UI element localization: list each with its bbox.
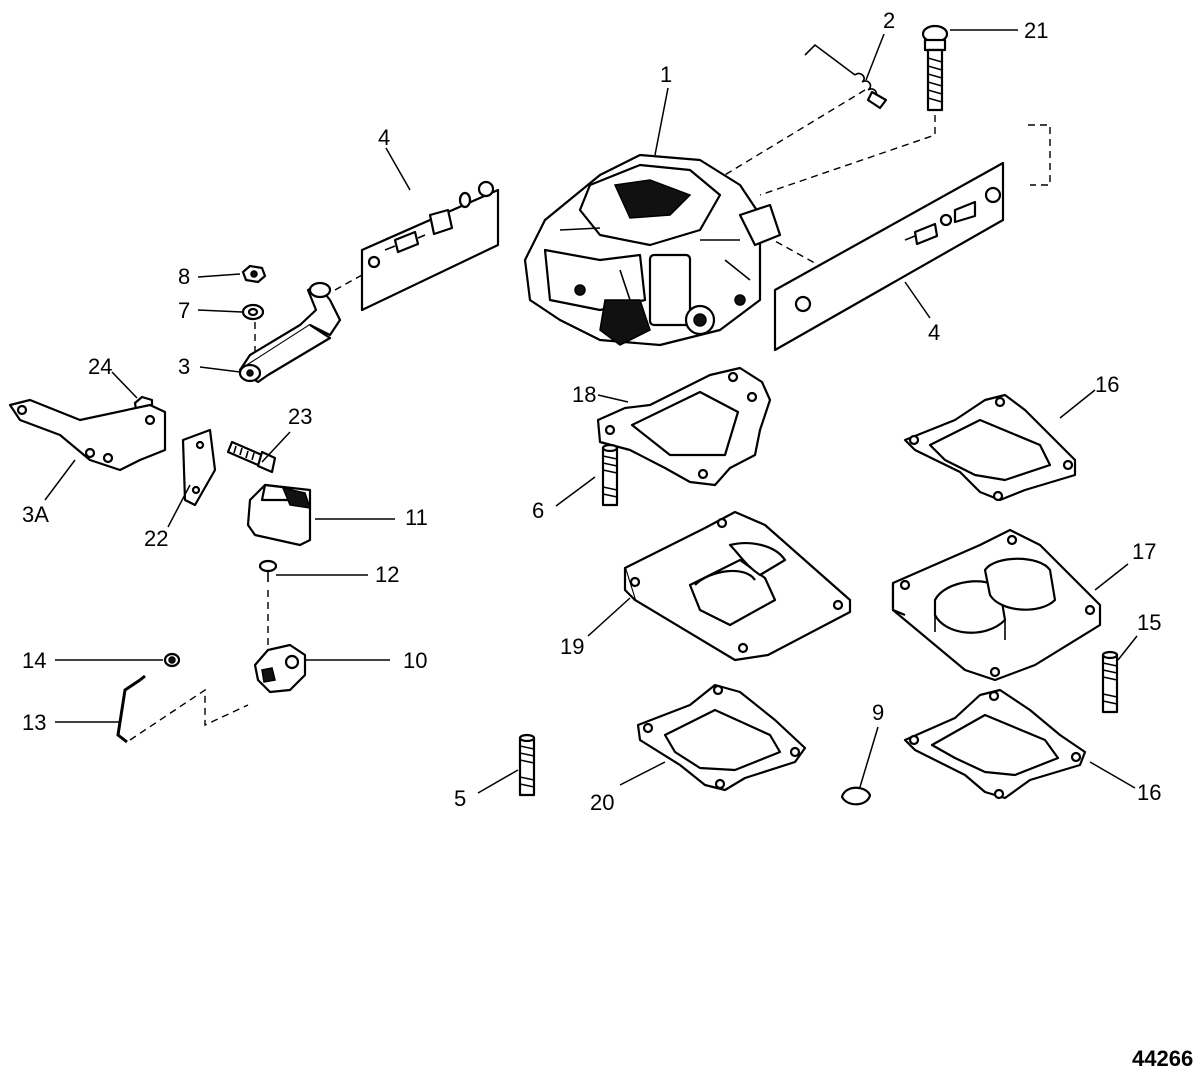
cable-bracket-part <box>253 643 307 694</box>
gasket-16-lower-part <box>903 688 1087 800</box>
stud-bolt-part <box>921 24 949 112</box>
spacer-17-part <box>891 528 1102 682</box>
solenoid-block-part <box>246 483 312 547</box>
callout-5: 5 <box>454 786 466 811</box>
link-rod-part <box>116 674 146 744</box>
callout-22: 22 <box>144 526 168 551</box>
callout-19: 19 <box>560 634 584 659</box>
washer-part <box>241 303 265 321</box>
carburetor-part <box>523 153 782 347</box>
callout-14: 14 <box>22 648 46 673</box>
callout-6: 6 <box>532 498 544 523</box>
callout-4-left: 4 <box>378 125 390 150</box>
hardware-kit-panel-left <box>360 180 500 312</box>
callout-17: 17 <box>1132 539 1156 564</box>
callout-11: 11 <box>405 505 428 530</box>
callout-8: 8 <box>178 264 190 289</box>
callout-3: 3 <box>178 354 190 379</box>
nut-part <box>241 264 267 284</box>
callout-21: 21 <box>1024 18 1048 43</box>
callout-13: 13 <box>22 710 46 735</box>
callout-3a: 3A <box>22 502 49 527</box>
gasket-18-part <box>596 366 772 487</box>
gasket-16-upper-part <box>903 393 1077 502</box>
screw-part <box>258 559 278 582</box>
bolt-part <box>226 440 277 474</box>
throttle-lever-part <box>238 281 342 384</box>
callout-23: 23 <box>288 404 312 429</box>
callout-16-lower: 16 <box>1137 780 1161 805</box>
callout-2: 2 <box>883 8 895 33</box>
stud-6-part <box>601 443 619 507</box>
leader-lines <box>44 29 1138 794</box>
spacer-19-part <box>623 510 852 662</box>
callout-18: 18 <box>572 382 596 407</box>
callout-24: 24 <box>88 354 112 379</box>
figure-number: 44266 <box>1132 1046 1193 1071</box>
bracket-part <box>8 398 167 472</box>
clip-nut-part <box>163 652 181 668</box>
callout-15: 15 <box>1137 610 1161 635</box>
callout-labels: 1 2 21 4 4 8 7 3 24 3A 22 23 11 12 10 14… <box>22 8 1161 815</box>
plate-part <box>181 428 217 507</box>
callout-7: 7 <box>178 298 190 323</box>
callout-9: 9 <box>872 700 884 725</box>
plug-part <box>840 786 872 806</box>
stud-15-part <box>1101 650 1119 714</box>
spring-part <box>804 43 888 110</box>
hardware-kit-panel-right <box>773 161 1005 352</box>
callout-20: 20 <box>590 790 614 815</box>
stud-5-part <box>518 733 536 797</box>
callout-12: 12 <box>375 562 399 587</box>
callout-10: 10 <box>403 648 427 673</box>
assembly-lines <box>129 89 1051 741</box>
callout-4-right: 4 <box>928 320 940 345</box>
gasket-20-part <box>636 683 807 792</box>
callout-1: 1 <box>660 62 672 87</box>
callout-16-upper: 16 <box>1095 372 1119 397</box>
